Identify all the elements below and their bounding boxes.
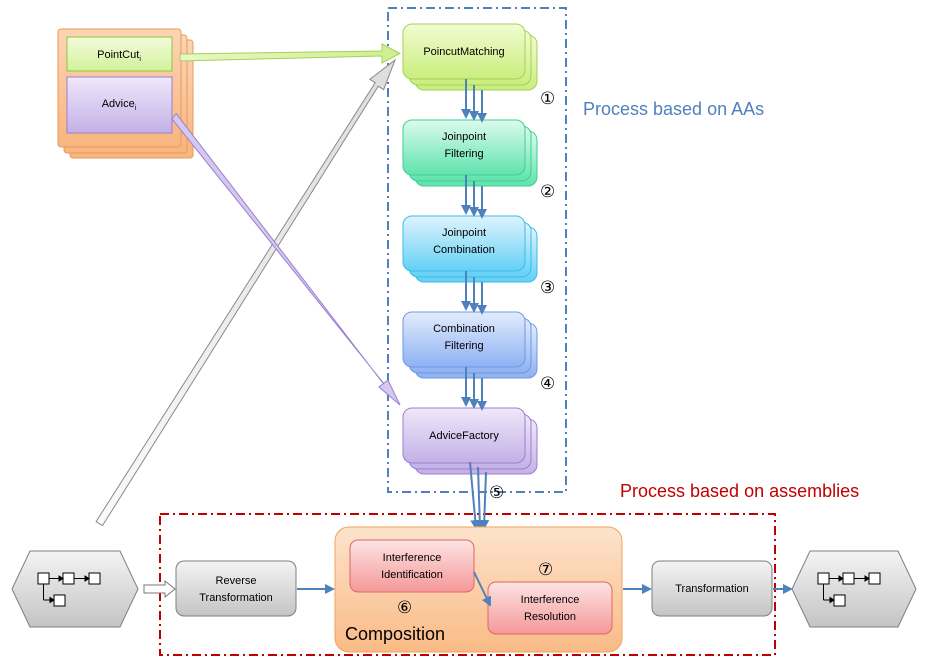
- transformation-label: Transformation: [675, 583, 749, 595]
- marker-3: ③: [540, 278, 555, 297]
- interference-resolution-box: Interference Resolution: [487, 581, 613, 635]
- pipeline-arrows: [297, 571, 793, 607]
- pointcut-to-matching-arrow: [179, 43, 402, 64]
- pointcut-subscript: i: [139, 56, 141, 63]
- advice-label: Advice: [102, 98, 135, 110]
- svg-text:Interference: Interference: [521, 594, 580, 606]
- pointcut-box: PointCuti: [66, 36, 173, 72]
- identification-line1: Interference: [383, 552, 442, 564]
- stage-label: Combination: [433, 244, 495, 256]
- component-graph-icon: [37, 572, 101, 607]
- stage-joinpoint-filtering: Joinpoint Filtering: [402, 119, 538, 187]
- output-assembly-hexagon: [791, 550, 917, 628]
- resolution-line1: Interference: [521, 594, 580, 606]
- stage-label: AdviceFactory: [429, 430, 499, 442]
- svg-text:Resolution: Resolution: [524, 611, 576, 623]
- svg-text:Advicei: Advicei: [102, 98, 137, 112]
- stage-label: Joinpoint: [442, 227, 486, 239]
- advice-subscript: i: [135, 105, 137, 112]
- aa-process-title: Process based on AAs: [583, 99, 764, 119]
- composition-label: Composition: [345, 624, 445, 644]
- svg-text:Transformation: Transformation: [199, 592, 273, 604]
- svg-text:Transformation: Transformation: [675, 583, 749, 595]
- marker-6: ⑥: [397, 598, 412, 617]
- input-assembly-hexagon: [11, 550, 139, 628]
- stage-label: Combination: [433, 323, 495, 335]
- assembly-input-arrow: [143, 579, 176, 599]
- reverse-label-line1: Reverse: [216, 575, 257, 587]
- interference-identification-box: Interference Identification: [349, 539, 475, 593]
- stage-label: Filtering: [444, 148, 483, 160]
- stage-combination-filtering: Combination Filtering: [402, 311, 538, 379]
- svg-text:Joinpoint: Joinpoint: [442, 131, 486, 143]
- stage-advice-factory: AdviceFactory: [402, 407, 538, 475]
- marker-5: ⑤: [489, 483, 504, 502]
- marker-1: ①: [540, 89, 555, 108]
- svg-text:Joinpoint: Joinpoint: [442, 227, 486, 239]
- stage-poincut-matching: PoincutMatching: [402, 23, 538, 91]
- marker-2: ②: [540, 182, 555, 201]
- stage-label: Joinpoint: [442, 131, 486, 143]
- advice-box: Advicei: [66, 76, 173, 134]
- reverse-transformation-box: Reverse Transformation: [175, 560, 297, 617]
- stage-label: Filtering: [444, 340, 483, 352]
- aa-process-region: [387, 7, 567, 493]
- svg-text:Filtering: Filtering: [444, 340, 483, 352]
- assembly-to-matching-arrow: [95, 58, 397, 527]
- svg-text:PoincutMatching: PoincutMatching: [423, 46, 504, 58]
- svg-text:Reverse: Reverse: [216, 575, 257, 587]
- svg-text:AdviceFactory: AdviceFactory: [429, 430, 499, 442]
- advice-to-factory-arrow: [171, 112, 401, 406]
- svg-text:Identification: Identification: [381, 569, 443, 581]
- identification-line2: Identification: [381, 569, 443, 581]
- svg-text:Combination: Combination: [433, 323, 495, 335]
- svg-text:Filtering: Filtering: [444, 148, 483, 160]
- reverse-label-line2: Transformation: [199, 592, 273, 604]
- stage-flow-arrows: [461, 79, 490, 530]
- marker-7: ⑦: [538, 560, 553, 579]
- marker-4: ④: [540, 374, 555, 393]
- svg-text:PointCuti: PointCuti: [97, 49, 141, 63]
- stage-joinpoint-combination: Joinpoint Combination: [402, 215, 538, 283]
- resolution-line2: Resolution: [524, 611, 576, 623]
- assembly-process-region: [159, 513, 776, 656]
- svg-text:Combination: Combination: [433, 244, 495, 256]
- pointcut-label: PointCut: [97, 49, 139, 61]
- stage-label: PoincutMatching: [423, 46, 504, 58]
- assembly-process-title: Process based on assemblies: [620, 481, 859, 501]
- svg-text:Interference: Interference: [383, 552, 442, 564]
- transformation-box: Transformation: [651, 560, 773, 617]
- component-graph-icon: [817, 572, 881, 607]
